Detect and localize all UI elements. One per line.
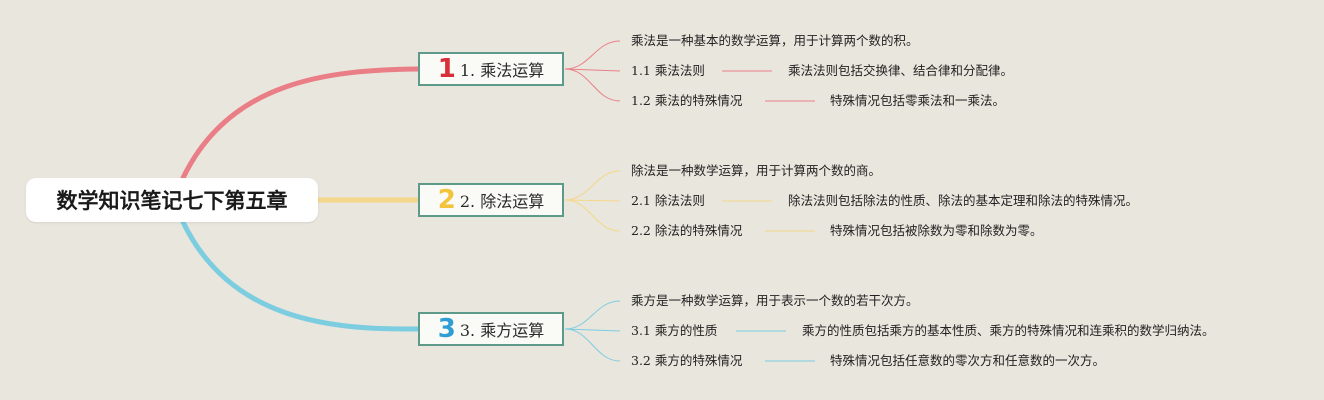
branch-node-power[interactable]: 3 3. 乘方运算 [418,312,564,346]
root-node[interactable]: 数学知识笔记七下第五章 [26,178,318,222]
leaf-3-intro[interactable]: 乘方是一种数学运算，用于表示一个数的若干次方。 [631,293,919,308]
leaf-3-2-label[interactable]: 3.2 乘方的特殊情况 [631,353,743,368]
leaf-1-2-label[interactable]: 1.2 乘法的特殊情况 [631,93,743,108]
leaf-3-1-detail[interactable]: 乘方的性质包括乘方的基本性质、乘方的特殊情况和连乘积的数学归纳法。 [802,323,1215,338]
number-1-icon: 1 [437,54,456,84]
leaf-1-1-label[interactable]: 1.1 乘法法则 [631,63,705,78]
leaf-1-1-connector [564,68,621,72]
leaf-3-1-label[interactable]: 3.1 乘方的性质 [631,323,718,338]
branch-label: 1. 乘法运算 [459,61,545,80]
leaf-2-1-detail[interactable]: 除法法则包括除法的性质、除法的基本定理和除法的特殊情况。 [788,193,1139,208]
branch-label: 2. 除法运算 [459,192,545,211]
number-2-icon: 2 [437,185,456,215]
leaf-1-intro-connector [564,40,621,70]
root-title: 数学知识笔记七下第五章 [56,189,288,213]
leaf-3-intro-connector [564,300,621,330]
leaf-1-2-detail[interactable]: 特殊情况包括零乘法和一乘法。 [830,93,1006,108]
leaf-1-2-connector [564,68,621,102]
leaf-3-1-connector [564,328,621,332]
branch-node-division[interactable]: 2 2. 除法运算 [418,183,564,217]
leaf-1-1-detail[interactable]: 乘法法则包括交换律、结合律和分配律。 [788,63,1014,78]
leaf-1-intro[interactable]: 乘法是一种基本的数学运算，用于计算两个数的积。 [631,33,919,48]
branch-label: 3. 乘方运算 [459,321,545,340]
leaf-2-1-label[interactable]: 2.1 除法法则 [631,193,705,208]
branch-1-connector [180,66,421,181]
leaf-3-2-connector [564,328,621,362]
branch-3-connector [180,219,421,332]
leaf-2-intro-connector [564,170,621,201]
leaf-3-2-detail[interactable]: 特殊情况包括任意数的零次方和任意数的一次方。 [830,353,1106,368]
number-3-icon: 3 [437,314,456,344]
leaf-2-2-label[interactable]: 2.2 除法的特殊情况 [631,223,743,238]
leaf-2-intro[interactable]: 除法是一种数学运算，用于计算两个数的商。 [631,163,882,178]
leaf-2-1-connector [564,199,621,202]
leaf-2-2-connector [564,199,621,232]
leaf-2-2-detail[interactable]: 特殊情况包括被除数为零和除数为零。 [830,223,1043,238]
branch-node-multiplication[interactable]: 1 1. 乘法运算 [418,52,564,86]
